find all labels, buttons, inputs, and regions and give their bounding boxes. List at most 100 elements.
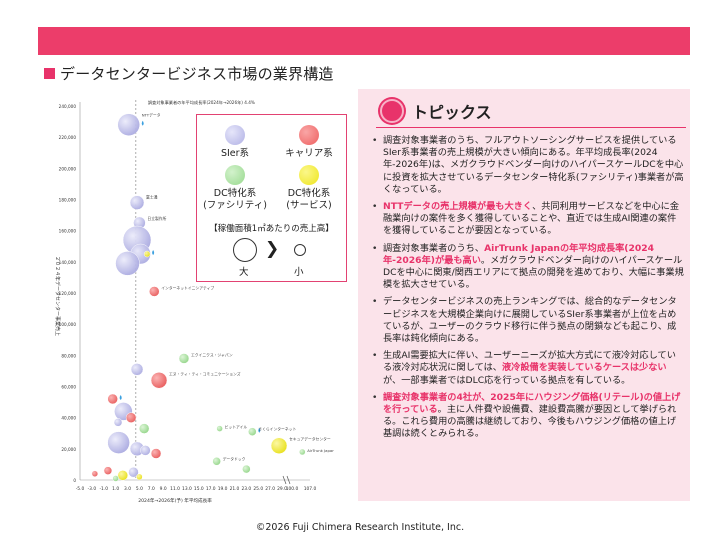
data-point <box>130 363 144 376</box>
copyright-footer: ©2026 Fuji Chimera Research Institute, I… <box>255 522 465 533</box>
dc-service-dot-icon <box>299 165 319 185</box>
x-tick-label: 9.0 <box>160 486 167 492</box>
data-point <box>107 431 130 454</box>
topic-item: データセンタービジネスの売上ランキングでは、総合的なデータセンタービジネスを大規… <box>370 296 684 345</box>
legend-label-sier: SIer系 <box>220 148 250 159</box>
x-tick-label: 23.0 <box>241 486 251 492</box>
data-point <box>143 250 151 258</box>
data-point <box>212 457 221 466</box>
topics-title: トピックス <box>412 103 492 122</box>
dc-facility-dot-icon <box>225 165 245 185</box>
topic-item: 調査対象事業者のうち、AirTrunk Japanの年平均成長率(2024年-2… <box>370 243 684 292</box>
x-tick-label: 11.0 <box>170 486 180 492</box>
reference-line-label: 調査対象事業者の年平均成長率(2024年→2026年) 4.4% <box>148 99 255 106</box>
topic-item: NTTデータの売上規模が最も大きく、共同利用サービスなどを中心に金融業向けの案件… <box>370 201 684 238</box>
header-banner <box>38 27 690 55</box>
data-point <box>117 113 140 136</box>
y-tick-label: 40,000 <box>61 416 76 421</box>
liquid-cooling-drop-icon <box>141 120 144 126</box>
legend-label-dc-facility: DC特化系 <box>213 188 257 199</box>
legend-item-dc-facility: DC特化系 (ファシリティ) <box>199 165 271 212</box>
legend-item-sier: SIer系 <box>199 125 271 160</box>
title-marker-icon <box>44 67 55 79</box>
page-title: データセンタービジネス市場の業界構造 <box>60 64 334 83</box>
y-tick-label: 60,000 <box>61 385 76 390</box>
carrier-dot-icon <box>299 125 319 145</box>
data-point <box>150 448 162 459</box>
sier-dot-icon <box>225 125 245 145</box>
topics-header: トピックス <box>380 99 492 123</box>
data-point <box>138 423 150 434</box>
x-tick-label: -3.0 <box>88 486 97 492</box>
legend-item-dc-service: DC特化系 (サービス) <box>273 165 345 212</box>
data-point <box>248 427 257 436</box>
data-point <box>270 437 288 454</box>
y-tick-label: 120,000 <box>59 291 77 296</box>
data-point <box>117 470 129 481</box>
y-tick-label: 0 <box>73 478 76 483</box>
liquid-cooling-drop-icon <box>119 394 122 400</box>
x-tick-label: -5.0 <box>76 486 85 492</box>
page-title-row: データセンタービジネス市場の業界構造 <box>44 62 334 84</box>
topic-bullet-icon <box>380 99 404 123</box>
axis-break-icon <box>282 475 291 485</box>
y-tick-label: 200,000 <box>59 166 77 171</box>
data-point <box>125 412 137 423</box>
legend-size-small-label: 小 <box>294 267 304 278</box>
topics-panel: トピックス 調査対象事業者のうち、フルアウトソーシングサービスを提供しているSI… <box>358 89 690 501</box>
legend-size-title: 【稼働面積1㎡あたりの売上高】 <box>209 224 334 234</box>
x-tick-label: 3.0 <box>124 486 131 492</box>
size-large-circle-icon <box>233 238 257 262</box>
x-tick-label: 17.0 <box>206 486 216 492</box>
data-point <box>150 372 168 389</box>
point-label: インターネットイニシアティブ <box>161 285 214 290</box>
x-tick-label: 13.0 <box>182 486 192 492</box>
point-label: ビットアイル <box>225 425 248 430</box>
x-tick-label: 25.0 <box>253 486 263 492</box>
topics-divider <box>376 127 686 128</box>
data-point <box>299 448 306 456</box>
x-tick-label: 1.0 <box>112 486 119 492</box>
point-label: 富士通 <box>146 195 158 200</box>
x-tick-label: 100.0 <box>286 486 299 492</box>
data-point <box>91 470 99 478</box>
size-small-circle-icon <box>294 244 306 256</box>
legend-sublabel-dc-service: (サービス) <box>286 200 332 211</box>
y-axis-title: ２０２４年データセンター事業売上 <box>54 256 61 336</box>
scatter-chart: 240,000220,000200,000180,000160,000140,0… <box>54 99 334 504</box>
y-tick-label: 80,000 <box>61 353 76 358</box>
point-label: エヌ・ティ・ティ・コミュニケーションズ <box>169 371 241 376</box>
data-point <box>107 393 118 405</box>
y-tick-label: 20,000 <box>61 447 76 452</box>
topic-item: 調査対象事業者のうち、フルアウトソーシングサービスを提供しているSIer系事業者… <box>370 135 684 196</box>
legend-label-dc-service: DC特化系 <box>287 188 331 199</box>
point-label: AirTrunk Japan <box>307 448 334 453</box>
x-tick-label: -1.0 <box>99 486 108 492</box>
x-tick-label: 5.0 <box>136 486 143 492</box>
y-tick-label: 160,000 <box>59 229 77 234</box>
liquid-cooling-drop-icon <box>258 427 261 433</box>
point-label: 日立製作所 <box>147 216 166 221</box>
x-tick-label: 107.0 <box>304 486 317 492</box>
point-label: セキュアデータセンター <box>289 437 331 442</box>
x-tick-label: 29.0 <box>277 486 287 492</box>
liquid-cooling-drop-icon <box>152 250 155 256</box>
x-tick-label: 19.0 <box>218 486 228 492</box>
y-tick-label: 100,000 <box>59 322 77 327</box>
legend-label-carrier: キャリア系 <box>285 148 333 159</box>
y-tick-label: 140,000 <box>59 260 77 265</box>
data-point <box>112 475 119 482</box>
data-point <box>140 445 151 456</box>
y-tick-label: 180,000 <box>59 198 77 203</box>
x-tick-label: 7.0 <box>148 486 155 492</box>
topic-item: 調査対象事業者の4社が、2025年にハウジング価格(リテール)の値上げを行ってい… <box>370 392 684 441</box>
legend-sublabel-dc-facility: (ファシリティ) <box>203 200 267 211</box>
y-tick-label: 240,000 <box>59 104 77 109</box>
data-point <box>136 473 143 481</box>
x-tick-label: 15.0 <box>194 486 204 492</box>
point-label: エクイニクス・ジャパン <box>191 352 233 357</box>
topic-item: 生成AI需要拡大に伴い、ユーザーニーズが拡大方式にて液冷対応している液冷対応状況… <box>370 350 684 387</box>
data-point <box>103 466 113 475</box>
data-point <box>129 195 145 210</box>
data-point <box>242 464 251 474</box>
